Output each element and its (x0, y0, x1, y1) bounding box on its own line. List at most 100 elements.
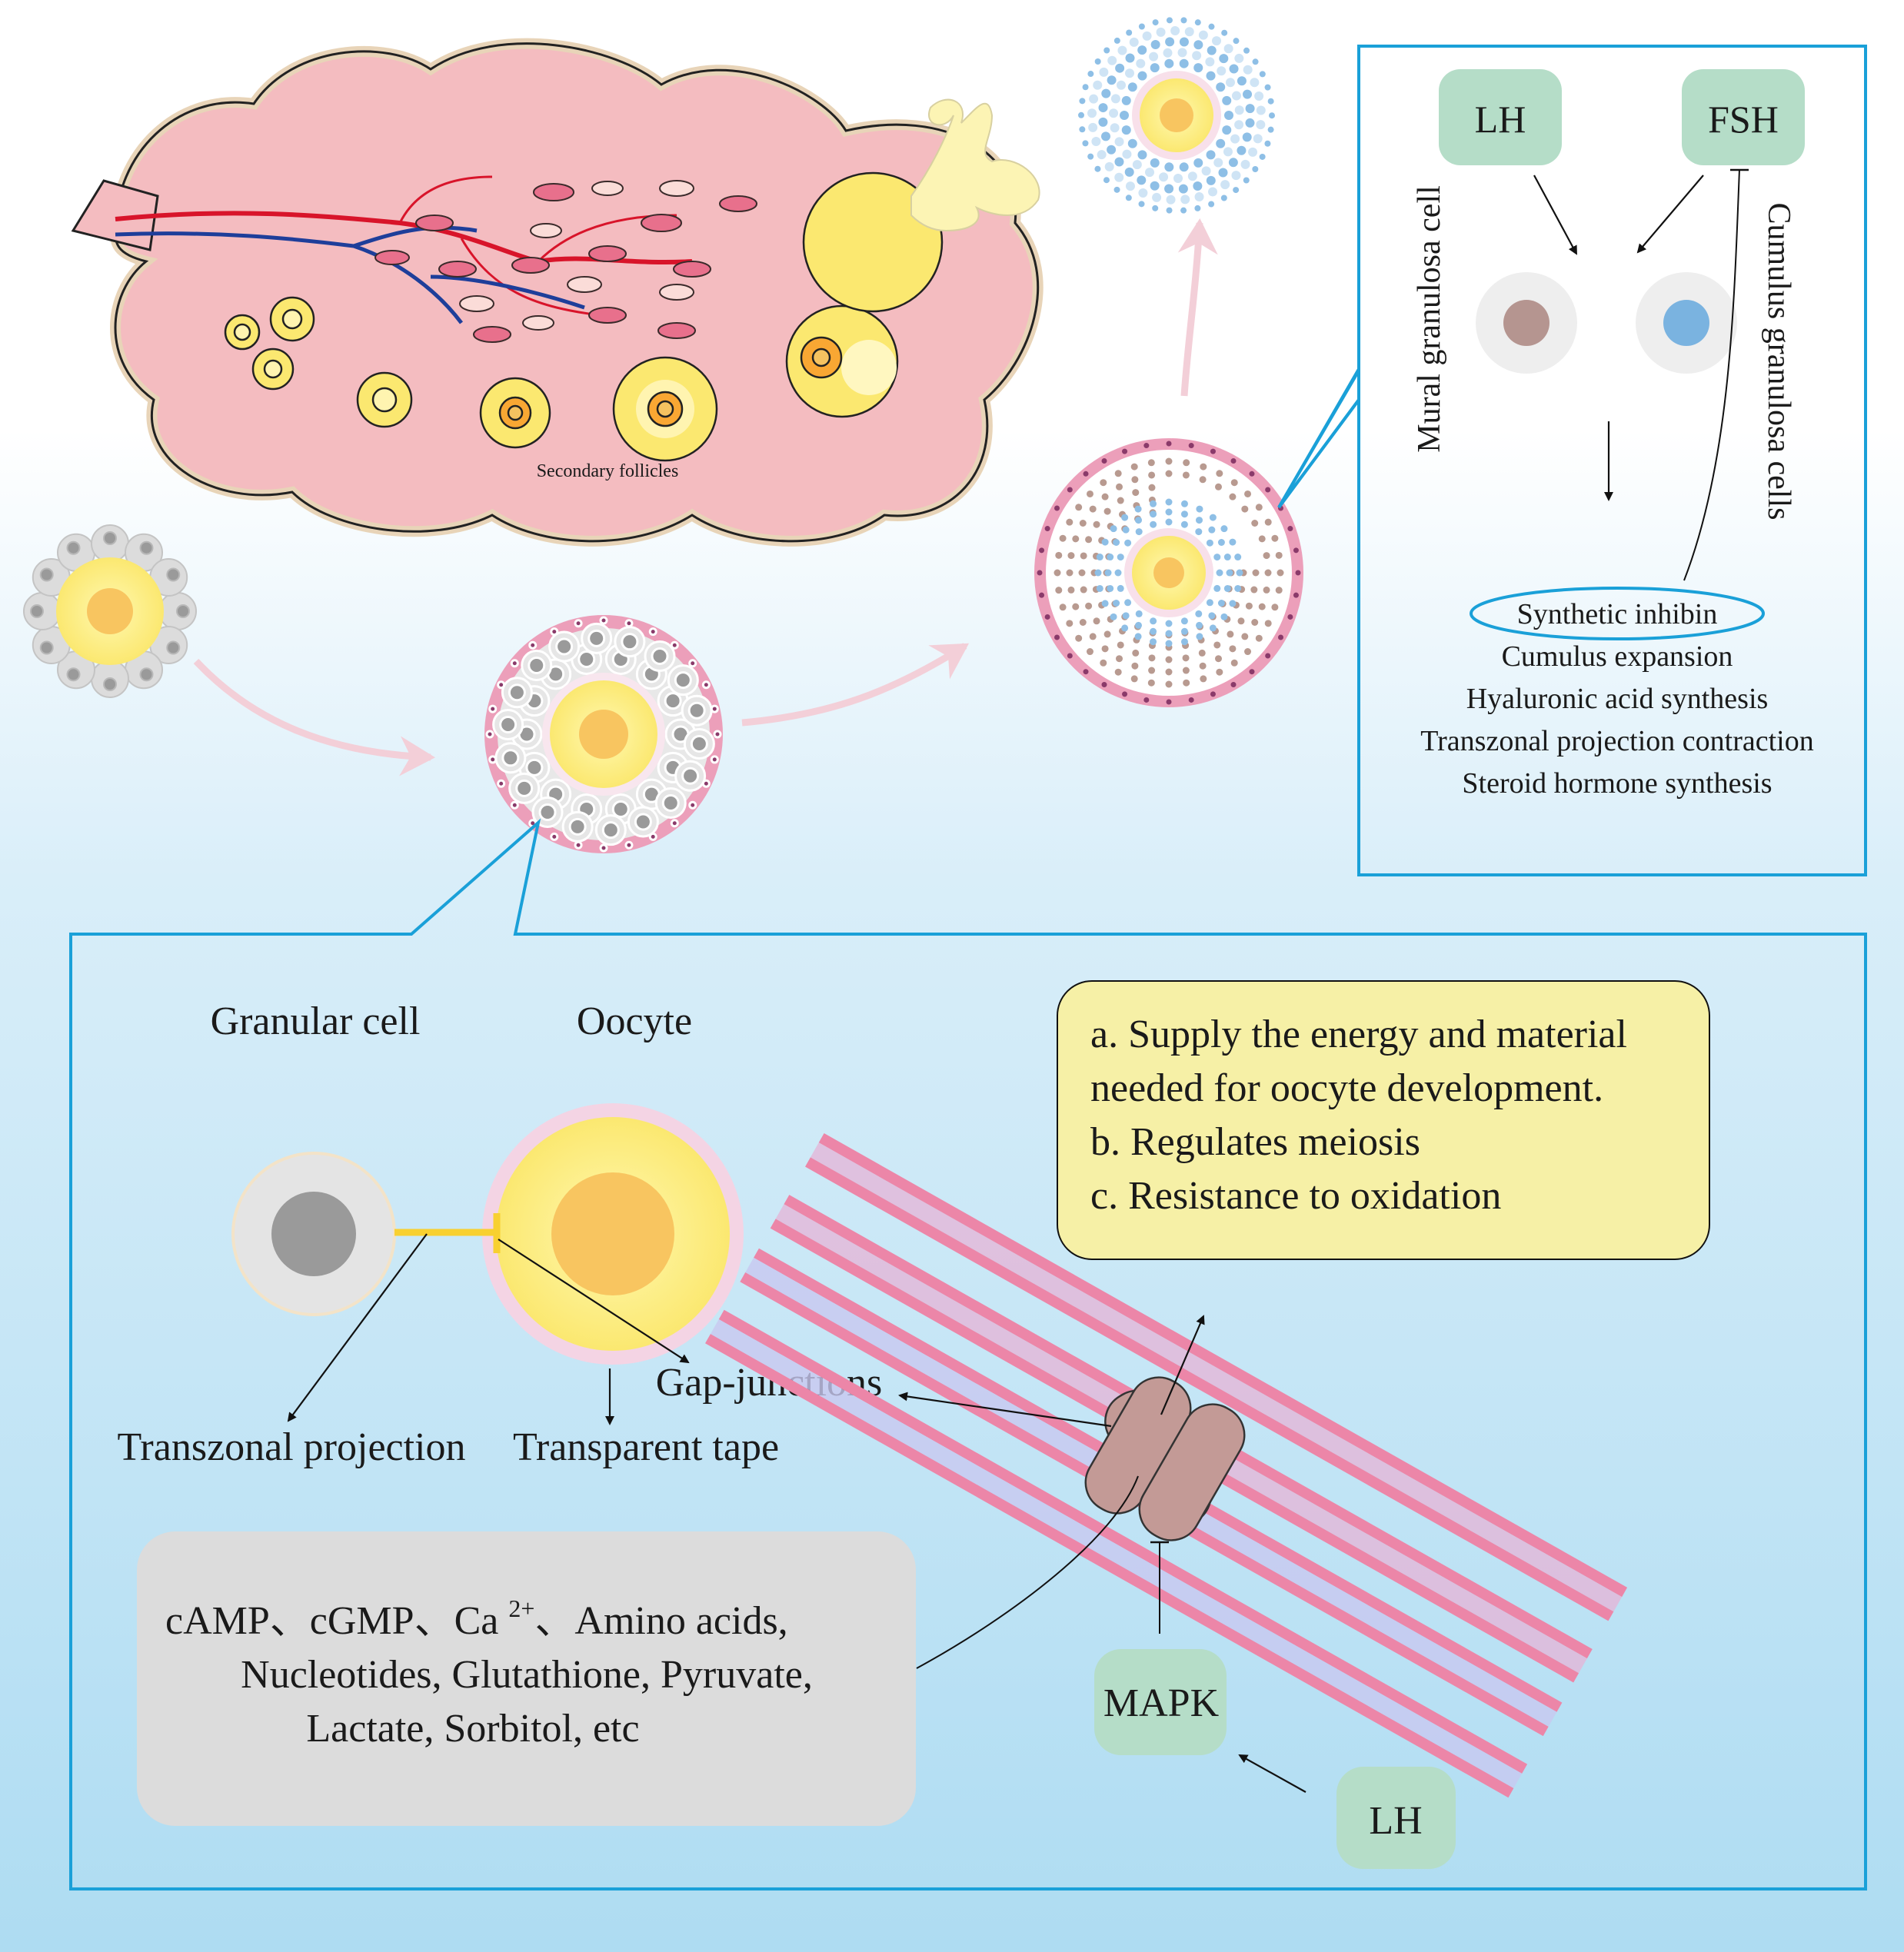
cell-dot (1199, 662, 1207, 670)
cell-dot (1201, 166, 1211, 176)
cell-dot (1209, 514, 1217, 521)
cell-dot (1165, 470, 1173, 477)
cell-dot (1100, 131, 1110, 141)
cell-dot (1180, 17, 1187, 24)
cell-dot (1122, 448, 1128, 454)
cell-dot (1132, 160, 1142, 170)
cell-dot (1100, 479, 1107, 487)
cell-dot (508, 683, 526, 702)
cell-dot (1208, 612, 1216, 620)
cell-dot (1250, 78, 1260, 88)
cell-dot (1180, 207, 1187, 214)
cell-dot (1234, 105, 1244, 115)
cell-dot (1116, 655, 1123, 663)
cell-dot (1233, 187, 1240, 194)
cell-dot (1259, 71, 1266, 78)
mural-granulosa-label: Mural granulosa cell (1412, 185, 1447, 453)
cell-dot (1216, 668, 1223, 676)
cell-dot (1130, 675, 1138, 683)
cell-dot (1271, 534, 1279, 542)
cell-dot (1223, 554, 1231, 561)
cell-dot (588, 629, 606, 647)
cell-dot (485, 730, 494, 739)
cell-dot (488, 704, 498, 713)
cell-dot (1087, 108, 1097, 118)
cell-dot (1229, 493, 1237, 500)
cell-dot (1132, 649, 1140, 657)
cell-dot (1250, 586, 1258, 594)
cell-dot (1089, 94, 1099, 104)
cell-dot (1121, 624, 1129, 632)
cell-dot (1264, 620, 1272, 627)
cell-dot (1226, 569, 1233, 577)
cell-dot (1104, 161, 1114, 171)
cell-dot (1125, 195, 1132, 201)
cell-dot (1097, 150, 1107, 160)
preantral-follicle (484, 615, 723, 853)
cell-dot (139, 540, 154, 555)
cell-dot (1150, 520, 1157, 528)
cell-dot (499, 716, 518, 734)
cell-dot (1087, 71, 1094, 78)
cell-dot (1122, 149, 1132, 159)
cell-dot (1237, 145, 1247, 155)
cell-dot (574, 840, 583, 850)
cell-dot (1124, 167, 1134, 177)
cell-dot (1264, 518, 1272, 526)
cell-dot (1237, 617, 1245, 625)
molecules-line-2: Nucleotides, Glutathione, Pyruvate, (241, 1653, 813, 1697)
cell-dot (1240, 159, 1250, 169)
lh-box-bottom (1336, 1767, 1456, 1869)
ovulated-oocyte (1078, 17, 1275, 214)
cell-dot (1138, 23, 1145, 30)
cell-dot (1082, 84, 1089, 91)
cell-dot (1199, 476, 1207, 484)
cell-dot (1252, 58, 1259, 65)
cell-dot (1206, 599, 1213, 607)
cell-dot (1243, 89, 1253, 99)
cell-dot (1215, 483, 1222, 490)
cell-dot (525, 758, 544, 776)
cell-dot (1098, 117, 1108, 127)
cell-dot (1067, 552, 1075, 560)
cell-dot (1122, 691, 1128, 697)
cell-dot (1094, 569, 1102, 577)
cell-dot (1183, 679, 1190, 687)
cell-dot (1263, 552, 1270, 560)
cell-dot (1234, 584, 1242, 592)
cell-dot (1234, 120, 1244, 130)
cell-dot (1079, 98, 1086, 105)
cell-dot (1216, 569, 1223, 577)
cell-dot (1254, 91, 1264, 101)
cell-dot (1113, 37, 1120, 44)
cell-dot (1148, 667, 1156, 674)
cell-dot (1117, 497, 1124, 504)
cell-dot (1205, 57, 1215, 67)
regulation-box: LH FSH Mural granulosa cell Cumulus gran… (1277, 45, 1867, 876)
cell-dot (1165, 498, 1173, 506)
cell-dot (1126, 29, 1133, 36)
lh-label-top: LH (1475, 98, 1526, 141)
cell-dot (1101, 600, 1109, 607)
cell-dot (674, 671, 692, 690)
cell-dot (1079, 619, 1087, 626)
cell-dot (1117, 584, 1124, 592)
cell-dot (1244, 490, 1252, 497)
cell-dot (1145, 168, 1155, 178)
cell-dot (1241, 505, 1249, 513)
cell-dot (1222, 95, 1232, 105)
cell-dot (1293, 547, 1299, 554)
cell-dot (1114, 470, 1122, 477)
cell-dot (1217, 66, 1227, 76)
cell-dot (1044, 614, 1050, 620)
cell-dot (1165, 518, 1173, 526)
cell-dot (1103, 507, 1111, 515)
cell-dot (1220, 180, 1230, 190)
cell-dot (1152, 205, 1159, 211)
cell-dot (1194, 191, 1204, 201)
cell-dot (1165, 457, 1173, 465)
function-b: b. Regulates meiosis (1090, 1120, 1420, 1164)
cell-dot (1164, 58, 1174, 68)
cell-dot (1101, 645, 1109, 653)
cell-dot (1083, 669, 1089, 675)
